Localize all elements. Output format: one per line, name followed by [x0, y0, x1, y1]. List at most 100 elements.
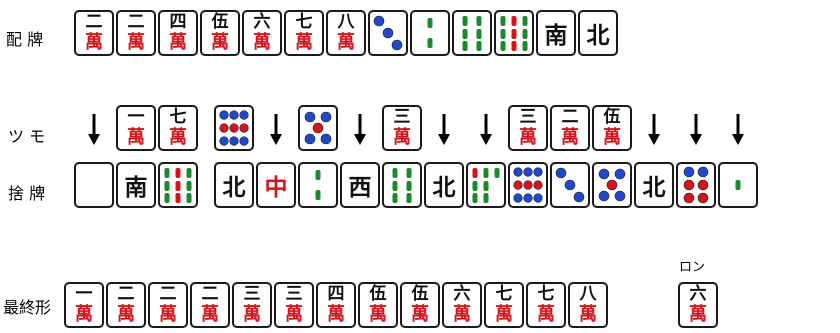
final-man-tile: 一萬: [64, 282, 104, 328]
tile-number: 二: [108, 285, 144, 304]
tsumo-man-tile: 三萬: [508, 105, 548, 151]
tile-number: 一: [66, 285, 102, 304]
discard-honor-tile: 北: [634, 162, 674, 208]
haipai-man-tile: 二萬: [116, 10, 156, 56]
tile-number: 二: [192, 285, 228, 304]
final-man-tile: 二萬: [106, 282, 146, 328]
discard-pin-tile: [676, 162, 716, 208]
tsumo-man-tile: 七萬: [158, 105, 198, 151]
tile-suit: 萬: [594, 127, 630, 148]
haipai-man-tile: 八萬: [326, 10, 366, 56]
discard-pin-tile: [508, 162, 548, 208]
tile-suit: 萬: [202, 32, 238, 53]
discard-honor-tile: 南: [116, 162, 156, 208]
haipai-sou-tile: [452, 10, 492, 56]
haipai-pin-tile: [368, 10, 408, 56]
down-arrow-icon: [87, 112, 101, 146]
discard-honor-tile: 北: [424, 162, 464, 208]
down-arrow-icon: [269, 112, 283, 146]
tile-number: 七: [286, 13, 322, 32]
tile-suit: 萬: [150, 304, 186, 325]
discard-pin-tile: [550, 162, 590, 208]
tile-suit: 萬: [160, 127, 196, 148]
tile-number: 一: [118, 108, 154, 127]
haipai-honor-tile: 南: [536, 10, 576, 56]
tile-suit: 萬: [108, 304, 144, 325]
discard-sou-tile: [382, 162, 422, 208]
tile-suit: 萬: [286, 32, 322, 53]
tile-number: 三: [510, 108, 546, 127]
tile-number: 六: [680, 285, 716, 304]
tsumo-man-tile: 三萬: [382, 105, 422, 151]
tsumo-man-tile: 伍萬: [592, 105, 632, 151]
tsumo-man-tile: 二萬: [550, 105, 590, 151]
down-arrow-icon: [437, 112, 451, 146]
discard-honor-tile: 中: [256, 162, 296, 208]
discard-honor-tile: 北: [214, 162, 254, 208]
tile-number: 六: [444, 285, 480, 304]
final-hand-label: 最終形: [3, 294, 51, 318]
tile-suit: 萬: [118, 32, 154, 53]
final-man-tile: 伍萬: [400, 282, 440, 328]
haipai-sou-tile: [494, 10, 534, 56]
discard-sou-tile: [298, 162, 338, 208]
tile-suit: 萬: [360, 304, 396, 325]
final-man-tile: 八萬: [568, 282, 608, 328]
tile-number: 伍: [594, 108, 630, 127]
final-man-tile: 三萬: [232, 282, 272, 328]
final-man-tile: 七萬: [484, 282, 524, 328]
tile-suit: 萬: [486, 304, 522, 325]
tile-suit: 萬: [76, 32, 112, 53]
final-man-tile: 二萬: [148, 282, 188, 328]
sutehai-label: 捨 牌: [8, 180, 45, 204]
tile-number: 二: [150, 285, 186, 304]
final-man-tile: 七萬: [526, 282, 566, 328]
down-arrow-icon: [479, 112, 493, 146]
tile-suit: 萬: [66, 304, 102, 325]
tile-number: 三: [384, 108, 420, 127]
tile-number: 七: [486, 285, 522, 304]
tile-number: 二: [118, 13, 154, 32]
tile-number: 四: [318, 285, 354, 304]
tile-suit: 萬: [328, 32, 364, 53]
down-arrow-icon: [689, 112, 703, 146]
haipai-man-tile: 伍萬: [200, 10, 240, 56]
discard-pin-tile: [592, 162, 632, 208]
tile-suit: 萬: [552, 127, 588, 148]
down-arrow-icon: [731, 112, 745, 146]
tile-suit: 萬: [244, 32, 280, 53]
tile-number: 八: [570, 285, 606, 304]
tile-suit: 萬: [276, 304, 312, 325]
tile-suit: 萬: [528, 304, 564, 325]
haipai-honor-tile: 北: [578, 10, 618, 56]
tile-suit: 萬: [234, 304, 270, 325]
tile-number: 伍: [202, 13, 238, 32]
haipai-man-tile: 二萬: [74, 10, 114, 56]
ron-label: ロン: [679, 256, 705, 275]
tile-suit: 萬: [510, 127, 546, 148]
tile-number: 三: [276, 285, 312, 304]
tsumo-man-tile: 一萬: [116, 105, 156, 151]
tile-suit: 萬: [402, 304, 438, 325]
tile-number: 四: [160, 13, 196, 32]
haipai-man-tile: 七萬: [284, 10, 324, 56]
tile-number: 二: [552, 108, 588, 127]
tsumo-pin-tile: [214, 105, 254, 151]
tile-number: 伍: [402, 285, 438, 304]
tile-suit: 萬: [192, 304, 228, 325]
tile-suit: 萬: [680, 304, 716, 325]
tile-number: 三: [234, 285, 270, 304]
tile-number: 七: [160, 108, 196, 127]
haipai-sou-tile: [410, 10, 450, 56]
tile-number: 七: [528, 285, 564, 304]
discard-sou-tile: [158, 162, 198, 208]
down-arrow-icon: [353, 112, 367, 146]
final-man-tile: 二萬: [190, 282, 230, 328]
discard-honor-tile: 西: [340, 162, 380, 208]
tile-suit: 萬: [384, 127, 420, 148]
final-man-tile: 六萬: [442, 282, 482, 328]
final-man-tile: 伍萬: [358, 282, 398, 328]
down-arrow-icon: [647, 112, 661, 146]
tile-suit: 萬: [160, 32, 196, 53]
discard-sou-tile: [466, 162, 506, 208]
